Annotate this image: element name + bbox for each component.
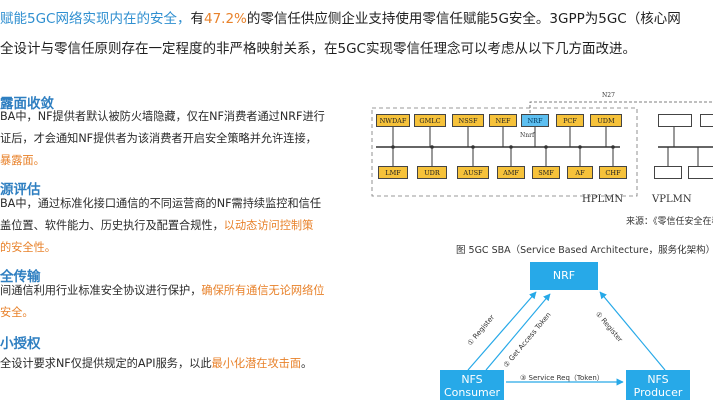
- nf-nwdaf: NWDAF: [376, 114, 410, 127]
- intro-line-1: 赋能5GC网络实现内在的安全，有47.2%的零信任供应侧企业支持使用零信任赋能5…: [0, 11, 681, 27]
- intro-paragraph: 赋能5GC网络实现内在的安全，有47.2%的零信任供应侧企业支持使用零信任赋能5…: [0, 4, 713, 64]
- vplmn-nf-bottom-1: [654, 166, 682, 179]
- architecture-lines: [371, 101, 713, 197]
- section-2-body: BA中，通过标准化接口通信的不同运营商的NF需持续监控和信任 盖位置、软件能力、…: [0, 197, 322, 254]
- section-4-heading: 小授权: [0, 336, 41, 352]
- sba-diagram: NRF NFS Consumer NFS Producer ① Register…: [440, 262, 713, 400]
- section-1-heading: 露面收敛: [0, 96, 54, 112]
- section-1-body: BA中，NF提供者默认被防火墙隐藏，仅在NF消费者通过NRF进行 证后，才会通知…: [0, 110, 325, 167]
- nf-nef: NEF: [489, 114, 517, 127]
- nf-chf: CHF: [599, 166, 627, 179]
- nnrf-label: Nnrf: [520, 132, 535, 139]
- section-3-body: 间通信利用行业标准安全协议进行保护，确保所有通信无论网络位 安全。: [0, 284, 325, 319]
- sba-producer-box: NFS Producer: [626, 370, 690, 400]
- vplmn-nf-bottom-2: [688, 166, 713, 179]
- nf-lmf: LMF: [378, 166, 408, 179]
- source-note: 来源：《零信任安全在移动: [626, 217, 713, 227]
- edge-service-req: ③ Service Req（Token）: [520, 374, 604, 382]
- section-3-heading: 全传输: [0, 269, 41, 285]
- nf-udm: UDM: [590, 114, 622, 127]
- nf-af: AF: [567, 166, 593, 179]
- sba-consumer-box: NFS Consumer: [440, 370, 504, 400]
- vplmn-nf-top-1: [658, 114, 692, 127]
- vplmn-label: VPLMN: [652, 194, 692, 205]
- nf-amf: AMF: [497, 166, 525, 179]
- nf-nssf: NSSF: [452, 114, 484, 127]
- nf-udr: UDR: [417, 166, 447, 179]
- architecture-diagram: N27 Nnrf NWDAF GMLC NSSF NEF NRF PCF UDM…: [370, 90, 713, 230]
- sba-nrf-box: NRF: [530, 262, 598, 290]
- vplmn-nf-top-2: [700, 114, 713, 127]
- nf-pcf: PCF: [556, 114, 584, 127]
- nf-gmlc: GMLC: [414, 114, 446, 127]
- sba-arrows: [467, 291, 666, 386]
- nf-nrf: NRF: [521, 114, 549, 127]
- n27-label: N27: [602, 92, 615, 99]
- section-4-body: 全设计要求NF仅提供规定的API服务，以此最小化潜在攻击面。: [0, 357, 313, 370]
- sba-caption: 图 5GC SBA（Service Based Architecture，服务化…: [456, 245, 713, 256]
- nf-smf: SMF: [532, 166, 560, 179]
- intro-line-2: 全设计与零信任原则存在一定程度的非严格映射关系，在5GC实现零信任理念可以考虑从…: [0, 41, 636, 57]
- section-2-heading: 源评估: [0, 182, 41, 198]
- hplmn-label: HPLMN: [582, 194, 624, 205]
- nf-ausf: AUSF: [457, 166, 489, 179]
